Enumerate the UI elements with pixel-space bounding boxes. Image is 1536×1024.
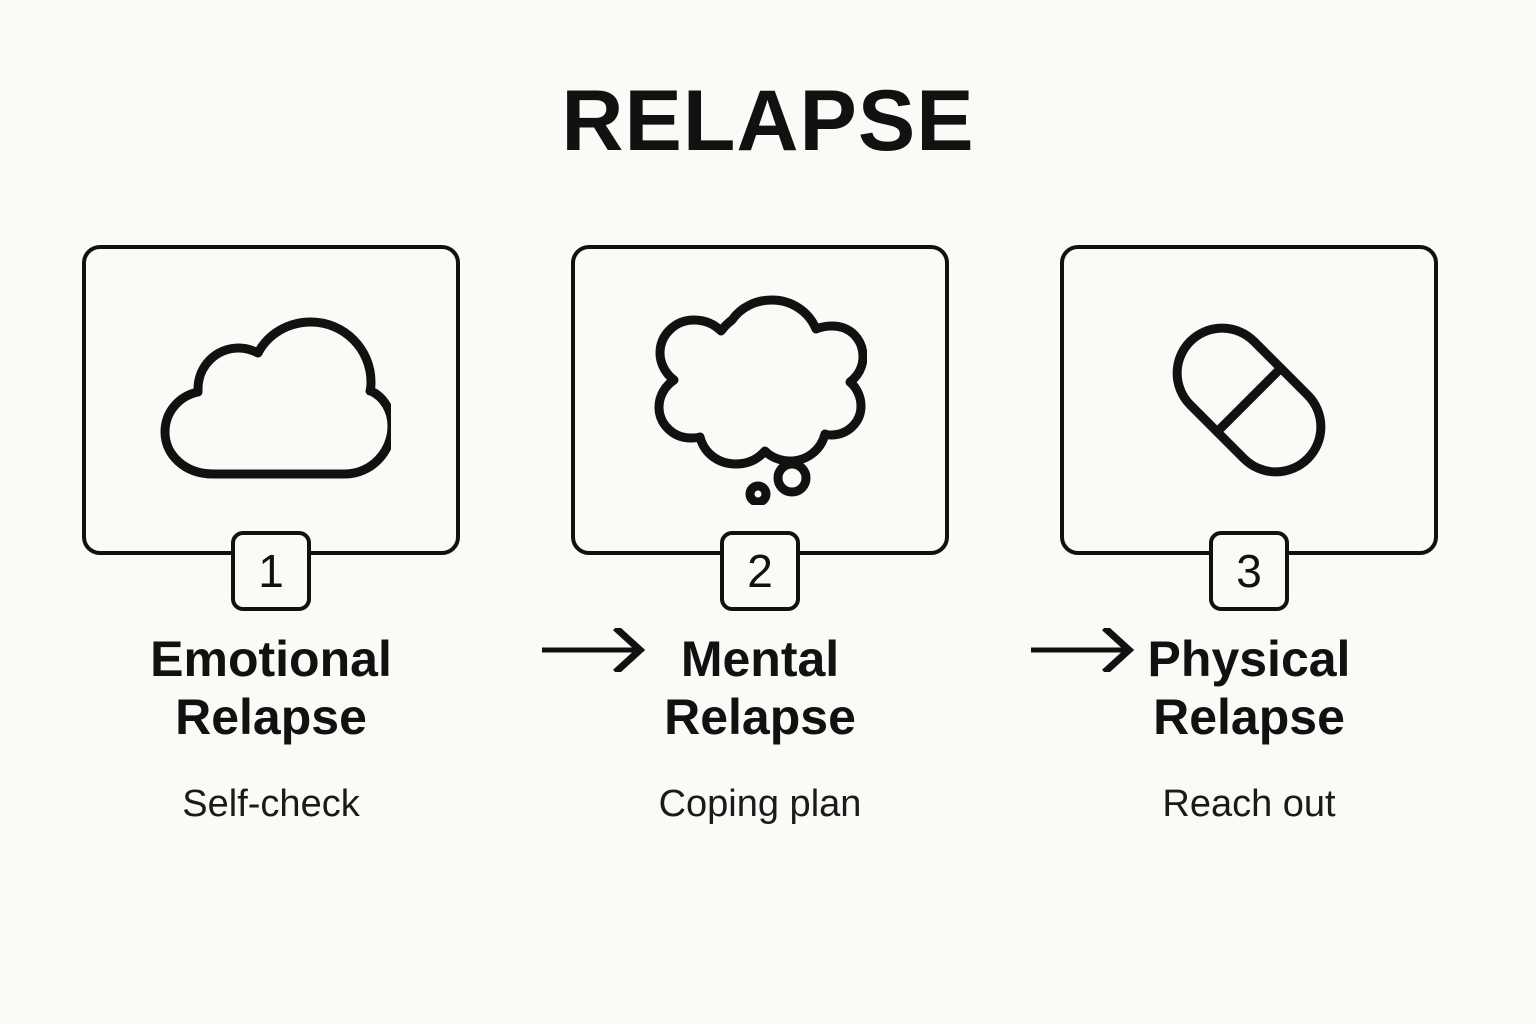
step-physical-relapse: 3 Physical Relapse Reach out: [1060, 245, 1438, 885]
cloud-icon: [86, 249, 456, 551]
step-number-badge: 2: [720, 531, 800, 611]
step-emotional-relapse: 1 Emotional Relapse Self-check: [82, 245, 460, 885]
arrow-right-icon: [1031, 628, 1143, 672]
step-subtitle: Reach out: [1162, 783, 1336, 825]
step-title: Mental Relapse: [664, 631, 856, 745]
step-title: Physical Relapse: [1147, 631, 1351, 745]
steps-row: 1 Emotional Relapse Self-check 2: [82, 245, 1438, 885]
step-number-badge: 1: [231, 531, 311, 611]
thought-bubble-icon: [575, 249, 945, 551]
step-labels: Physical Relapse Reach out: [1060, 630, 1438, 826]
step-subtitle: Coping plan: [658, 783, 862, 825]
step-mental-relapse: 2 Mental Relapse Coping plan: [571, 245, 949, 885]
step-number-badge: 3: [1209, 531, 1289, 611]
step-card: 3: [1060, 245, 1438, 611]
arrow-right-icon: [542, 628, 654, 672]
step-title: Emotional Relapse: [150, 631, 392, 745]
step-labels: Emotional Relapse Self-check: [82, 630, 460, 826]
step-labels: Mental Relapse Coping plan: [571, 630, 949, 826]
page-title: RELAPSE: [561, 73, 975, 169]
step-subtitle: Self-check: [182, 783, 360, 825]
step-card: 2: [571, 245, 949, 611]
pill-capsule-icon: [1064, 249, 1434, 551]
step-card: 1: [82, 245, 460, 611]
